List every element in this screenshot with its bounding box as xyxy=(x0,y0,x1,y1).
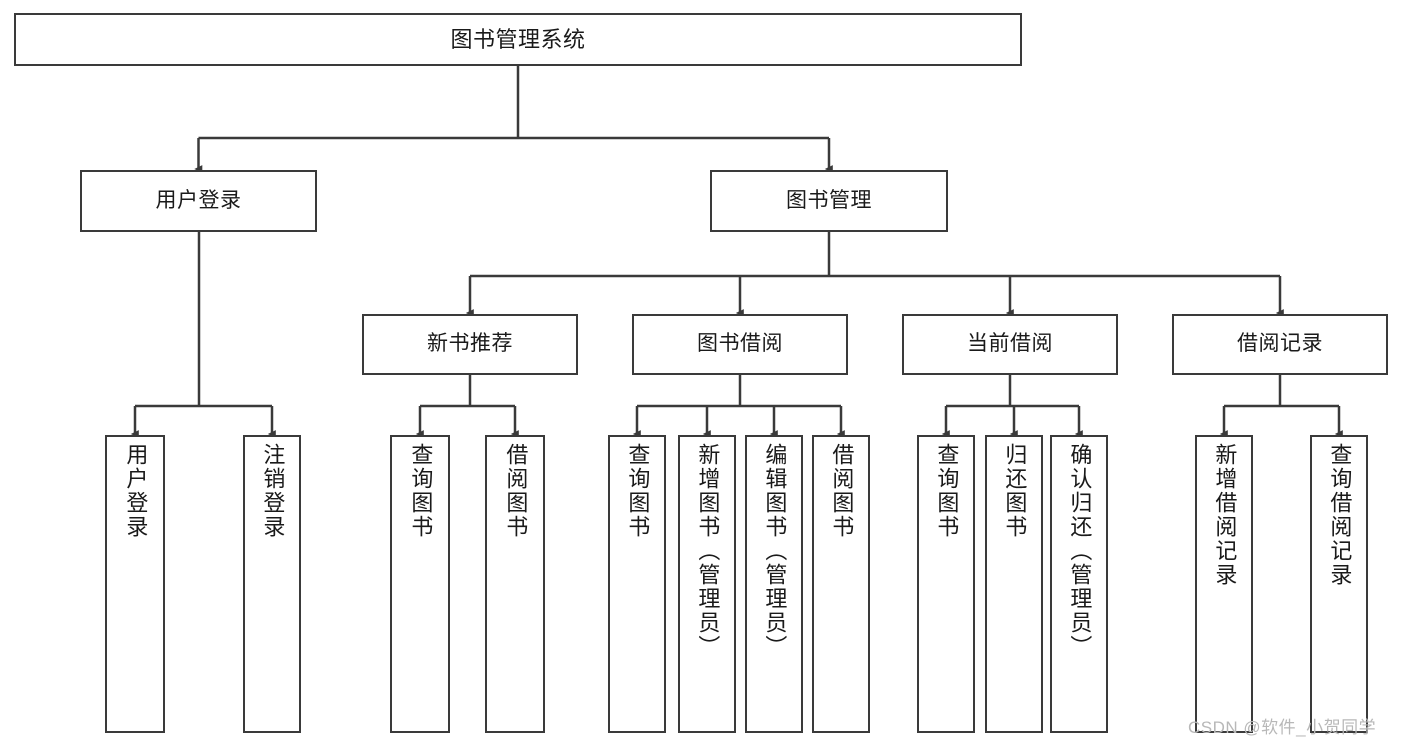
node-book-manage[interactable]: 图书管理 xyxy=(710,170,948,232)
node-current-borrow[interactable]: 当前借阅 xyxy=(902,314,1118,375)
node-label: 图书管理系统 xyxy=(450,26,586,52)
node-label: 借阅图书 xyxy=(829,443,855,539)
node-label: 查询借阅记录 xyxy=(1327,443,1353,587)
node-label: 当前借阅 xyxy=(967,332,1053,356)
node-label: 查询图书 xyxy=(625,443,651,539)
node-leaf-cb-confirm[interactable]: 确认归还（管理员） xyxy=(1050,435,1108,733)
node-label: 编辑图书（管理员） xyxy=(762,443,788,659)
node-label: 查询图书 xyxy=(408,443,434,539)
node-leaf-cb-query[interactable]: 查询图书 xyxy=(917,435,975,733)
node-leaf-cb-return[interactable]: 归还图书 xyxy=(985,435,1043,733)
node-leaf-br-query[interactable]: 查询借阅记录 xyxy=(1310,435,1368,733)
node-label: 确认归还（管理员） xyxy=(1067,443,1093,659)
node-new-book-rec[interactable]: 新书推荐 xyxy=(362,314,578,375)
node-label: 新增借阅记录 xyxy=(1212,443,1238,587)
node-user-login[interactable]: 用户登录 xyxy=(80,170,317,232)
node-leaf-bb-add[interactable]: 新增图书（管理员） xyxy=(678,435,736,733)
node-book-borrow[interactable]: 图书借阅 xyxy=(632,314,848,375)
node-label: 新增图书（管理员） xyxy=(695,443,721,659)
node-leaf-user-login[interactable]: 用户登录 xyxy=(105,435,165,733)
node-leaf-br-add[interactable]: 新增借阅记录 xyxy=(1195,435,1253,733)
node-label: 借阅记录 xyxy=(1237,332,1323,356)
node-root[interactable]: 图书管理系统 xyxy=(14,13,1022,66)
node-label: 查询图书 xyxy=(934,443,960,539)
node-label: 注销登录 xyxy=(260,443,286,539)
watermark-text: CSDN @软件_小贺同学 xyxy=(1188,718,1377,737)
node-label: 用户登录 xyxy=(123,443,149,539)
node-leaf-bb-borrow[interactable]: 借阅图书 xyxy=(812,435,870,733)
node-leaf-bb-query[interactable]: 查询图书 xyxy=(608,435,666,733)
node-label: 归还图书 xyxy=(1002,443,1028,539)
node-borrow-record[interactable]: 借阅记录 xyxy=(1172,314,1388,375)
node-leaf-rec-borrow[interactable]: 借阅图书 xyxy=(485,435,545,733)
node-leaf-logout[interactable]: 注销登录 xyxy=(243,435,301,733)
node-label: 图书借阅 xyxy=(697,332,783,356)
node-label: 用户登录 xyxy=(155,188,242,212)
node-label: 图书管理 xyxy=(786,188,872,212)
node-label: 借阅图书 xyxy=(503,443,529,539)
node-label: 新书推荐 xyxy=(427,332,513,356)
node-leaf-bb-edit[interactable]: 编辑图书（管理员） xyxy=(745,435,803,733)
node-leaf-rec-query[interactable]: 查询图书 xyxy=(390,435,450,733)
